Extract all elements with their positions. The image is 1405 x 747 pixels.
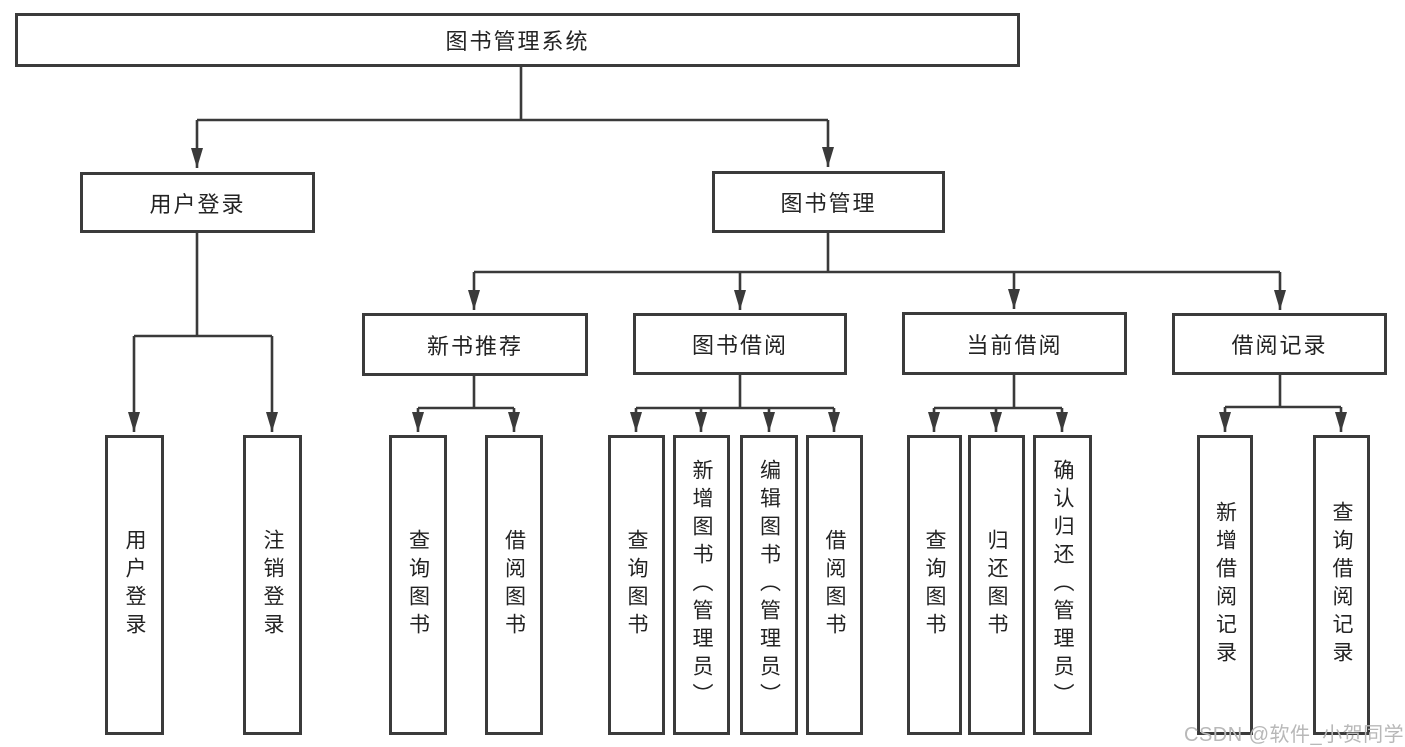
leaf-borrow-books-borrowing-label: 借阅图书 (823, 529, 846, 641)
leaf-user-login-label: 用户登录 (123, 529, 146, 641)
leaf-edit-books-admin: 编辑图书（管理员） (740, 435, 798, 735)
watermark: CSDN @软件_小贺同学 (1184, 724, 1405, 746)
leaf-logout: 注销登录 (243, 435, 302, 735)
leaf-query-books-recommend-label: 查询图书 (406, 529, 430, 641)
node-root-label: 图书管理系统 (445, 29, 590, 54)
node-new-book-recommend-label: 新书推荐 (426, 333, 523, 359)
node-borrowing-records-label: 借阅记录 (1231, 333, 1328, 358)
node-book-management-label: 图书管理 (780, 191, 877, 216)
node-root: 图书管理系统 (15, 13, 1020, 67)
node-book-management: 图书管理 (712, 171, 945, 233)
leaf-borrow-books-borrowing: 借阅图书 (806, 435, 863, 735)
edge-user-login-bus (134, 233, 272, 338)
node-user-login: 用户登录 (80, 172, 315, 233)
leaf-return-books: 归还图书 (968, 435, 1025, 735)
node-book-borrowing-label: 图书借阅 (691, 333, 788, 358)
leaf-add-books-admin-label: 新增图书（管理员） (690, 459, 713, 711)
edge-current-borrowing-bus (934, 375, 1062, 410)
leaf-user-login: 用户登录 (105, 435, 164, 735)
node-borrowing-records: 借阅记录 (1172, 313, 1387, 375)
leaf-confirm-return-admin-label: 确认归还（管理员） (1051, 459, 1074, 711)
leaf-add-borrow-record: 新增借阅记录 (1197, 435, 1253, 735)
leaf-query-books-borrowing-label: 查询图书 (625, 529, 648, 641)
leaf-query-borrow-record: 查询借阅记录 (1313, 435, 1370, 735)
leaf-return-books-label: 归还图书 (985, 529, 1008, 641)
leaf-query-books-recommend: 查询图书 (389, 435, 447, 735)
edge-root-bus (197, 67, 828, 122)
leaf-add-borrow-record-label: 新增借阅记录 (1213, 501, 1237, 669)
edge-book-management-bus (474, 233, 1280, 274)
node-current-borrowing: 当前借阅 (902, 312, 1127, 375)
leaf-query-borrow-record-label: 查询借阅记录 (1330, 501, 1353, 669)
node-current-borrowing-label: 当前借阅 (966, 332, 1063, 358)
edge-borrowing-records-bus (1225, 375, 1341, 409)
node-book-borrowing: 图书借阅 (633, 313, 847, 375)
node-user-login-label: 用户登录 (149, 191, 246, 217)
leaf-borrow-books-recommend-label: 借阅图书 (502, 529, 526, 641)
leaf-query-books-borrowing: 查询图书 (608, 435, 665, 735)
leaf-confirm-return-admin: 确认归还（管理员） (1033, 435, 1092, 735)
node-new-book-recommend: 新书推荐 (362, 313, 588, 376)
leaf-add-books-admin: 新增图书（管理员） (673, 435, 730, 735)
edge-book-borrowing-bus (636, 375, 834, 410)
leaf-borrow-books-recommend: 借阅图书 (485, 435, 543, 735)
leaf-edit-books-admin-label: 编辑图书（管理员） (757, 459, 781, 711)
leaf-query-books-current: 查询图书 (907, 435, 962, 735)
leaf-logout-label: 注销登录 (261, 529, 284, 641)
edge-new-book-recommend-bus (418, 376, 514, 410)
leaf-query-books-current-label: 查询图书 (923, 529, 946, 641)
